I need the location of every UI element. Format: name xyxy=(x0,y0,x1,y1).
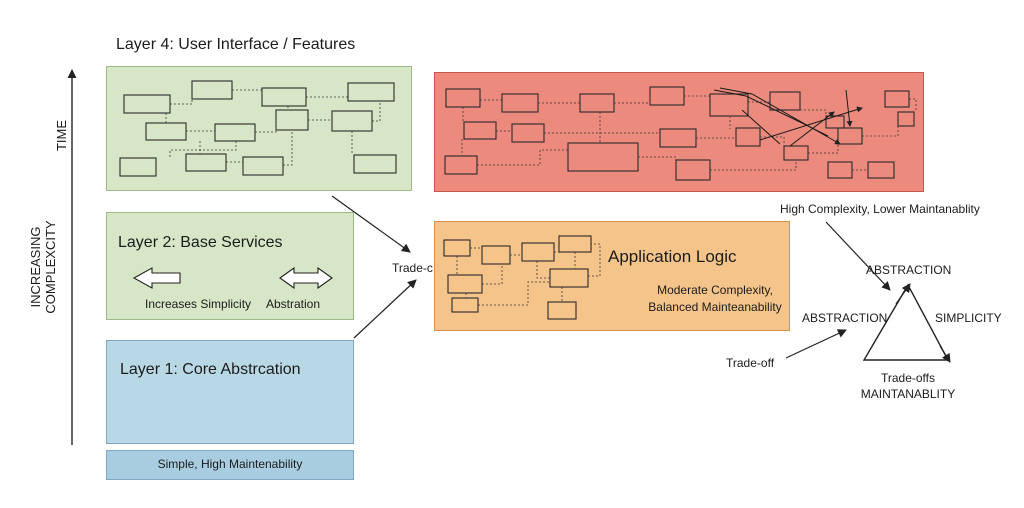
triangle-arrow-right xyxy=(939,345,951,363)
layer1-panel: Layer 1: Core Abstrcation xyxy=(106,340,354,444)
triangle-left-label: ABSTRACTION xyxy=(802,311,888,325)
application-logic-desc: Moderate Complexity, Balanced Mainteanab… xyxy=(640,282,790,316)
tradeoff-center-label: Trade-c xyxy=(392,261,433,275)
arrow-red-to-triangle xyxy=(825,221,891,291)
arrow-tradeoff-to-triangle xyxy=(785,329,847,359)
triangle-top-label: ABSTRACTION xyxy=(866,263,952,277)
application-logic-line1: Moderate Complexity, xyxy=(657,283,773,297)
high-complexity-panel xyxy=(434,72,924,192)
layer4-title: Layer 4: User Interface / Features xyxy=(116,36,356,53)
layer4-panel xyxy=(106,66,412,191)
triangle-arrow-top xyxy=(895,283,911,305)
layer2-panel: Layer 2: Base Services Increases Simplic… xyxy=(106,212,354,320)
triangle-bottom-line1: Trade-offs xyxy=(880,371,936,385)
triangle-right-label: SIMPLICITY xyxy=(935,311,1002,325)
complexity-axis-label: INCREASING COMPLEXCITY xyxy=(28,212,58,322)
application-logic-panel: Application Logic Moderate Complexity, B… xyxy=(434,221,790,331)
complexity-axis-line1: INCREASING xyxy=(28,226,43,308)
application-logic-title: Application Logic xyxy=(608,247,737,266)
arrow-layer2-to-app xyxy=(353,279,417,339)
abstration-label: Abstration xyxy=(266,297,321,311)
layer2-title: Layer 2: Base Services xyxy=(118,234,283,251)
triangle-tradeoff-label: Trade-off xyxy=(726,356,775,370)
high-complexity-caption: High Complexity, Lower Maintanablity xyxy=(780,202,980,216)
layer1-footer: Simple, High Maintenability xyxy=(106,450,354,480)
application-logic-line2: Balanced Mainteanability xyxy=(648,300,782,314)
complexity-axis-line2: COMPLEXCITY xyxy=(43,220,58,314)
increases-simplicity-label: Increases Simplicity xyxy=(145,297,252,311)
triangle-bottom-line2: MAINTANABLITY xyxy=(860,387,956,401)
layer1-title: Layer 1: Core Abstrcation xyxy=(120,361,301,378)
triangle-bottom-label: Trade-offs MAINTANABLITY xyxy=(848,370,968,402)
time-axis-label: TIME xyxy=(54,119,70,152)
